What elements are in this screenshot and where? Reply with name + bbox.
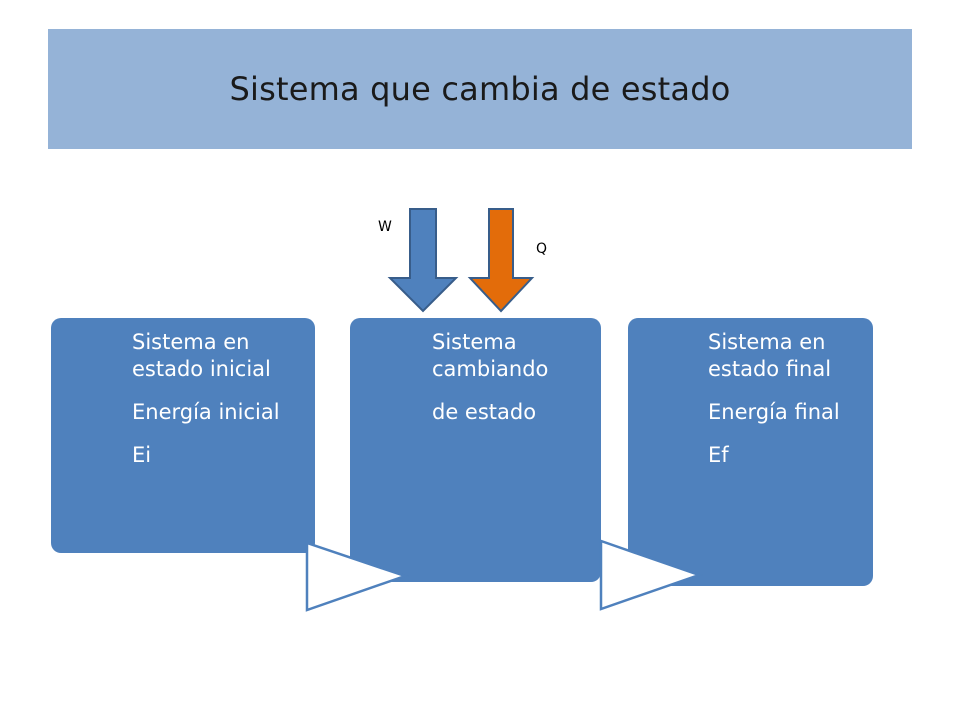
box-initial-energy-label: Energía inicial (132, 400, 280, 424)
box-changing-line1: Sistema (432, 330, 517, 354)
box-initial-line1: Sistema en (132, 330, 250, 354)
box-changing-state: Sistema cambiando de estado (350, 318, 601, 582)
box-initial-line2: estado inicial (132, 357, 271, 381)
box-final-energy-symbol: Ef (708, 443, 729, 467)
heat-input-arrow (467, 208, 535, 313)
page-title: Sistema que cambia de estado (229, 70, 731, 108)
title-banner: Sistema que cambia de estado (48, 29, 912, 149)
box-final-line1: Sistema en (708, 330, 826, 354)
work-input-arrow (387, 208, 459, 313)
box-changing-line3: de estado (432, 400, 537, 424)
box-final-energy-label: Energía final (708, 400, 840, 424)
box-final-line2: estado final (708, 357, 832, 381)
heat-label: Q (536, 241, 548, 257)
work-label: W (378, 219, 392, 235)
connector-arrow-2 (599, 539, 703, 611)
box-changing-line2: cambiando (432, 357, 549, 381)
box-initial-energy-symbol: Ei (132, 443, 152, 467)
connector-arrow-1 (305, 541, 409, 612)
box-initial-state: Sistema en estado inicial Energía inicia… (51, 318, 315, 553)
box-final-state: Sistema en estado final Energía final Ef (628, 318, 873, 586)
